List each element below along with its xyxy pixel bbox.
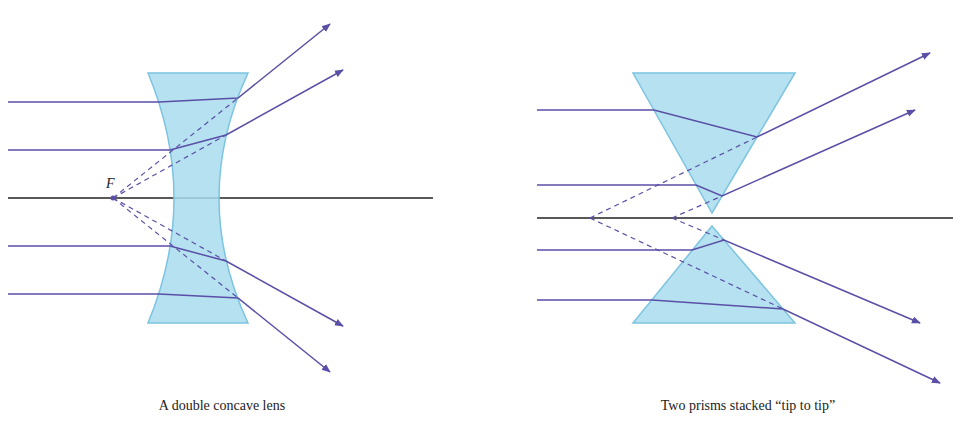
virtual-ray-lines xyxy=(590,137,783,309)
virtual-ray-lines xyxy=(113,98,238,298)
caption-text: A double concave lens xyxy=(159,398,285,415)
focal-point-label: F xyxy=(106,176,115,193)
concave-lens xyxy=(148,73,248,323)
light-rays xyxy=(8,24,343,372)
focal-point xyxy=(111,196,116,201)
optical-axis xyxy=(537,217,953,218)
optical-axis xyxy=(8,197,433,198)
caption-text: Two prisms stacked “tip to tip” xyxy=(661,398,835,415)
light-rays xyxy=(537,53,940,383)
